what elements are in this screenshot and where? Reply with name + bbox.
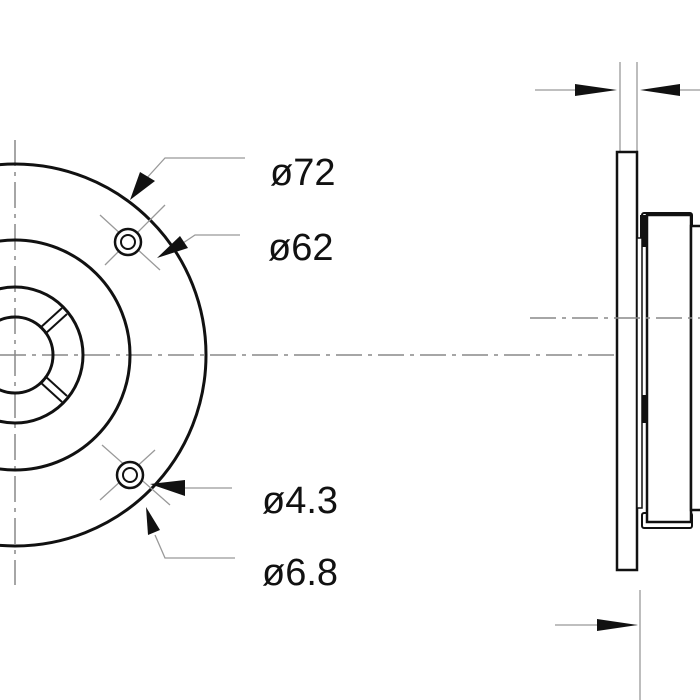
middle-circle <box>0 238 132 472</box>
inner-circle <box>0 285 85 425</box>
side-view <box>530 62 700 700</box>
back-cap <box>689 224 700 512</box>
dimension-label-4-3: ø4.3 <box>262 480 338 522</box>
leaders <box>130 157 245 559</box>
flange-plate <box>615 150 639 572</box>
body <box>645 213 693 524</box>
dimension-label-62: ø62 <box>268 227 333 269</box>
dimension-label-72: ø72 <box>270 152 335 194</box>
hub-circle <box>0 315 55 395</box>
hub-spokes <box>39 307 68 403</box>
front-view: ø72 ø62 ø4.3 ø6.8 <box>0 140 620 594</box>
mounting-hole-top <box>99 204 166 271</box>
dimension-label-6-8: ø6.8 <box>262 552 338 594</box>
mounting-hole-bottom <box>99 444 171 506</box>
outer-flange-circle <box>0 162 208 548</box>
